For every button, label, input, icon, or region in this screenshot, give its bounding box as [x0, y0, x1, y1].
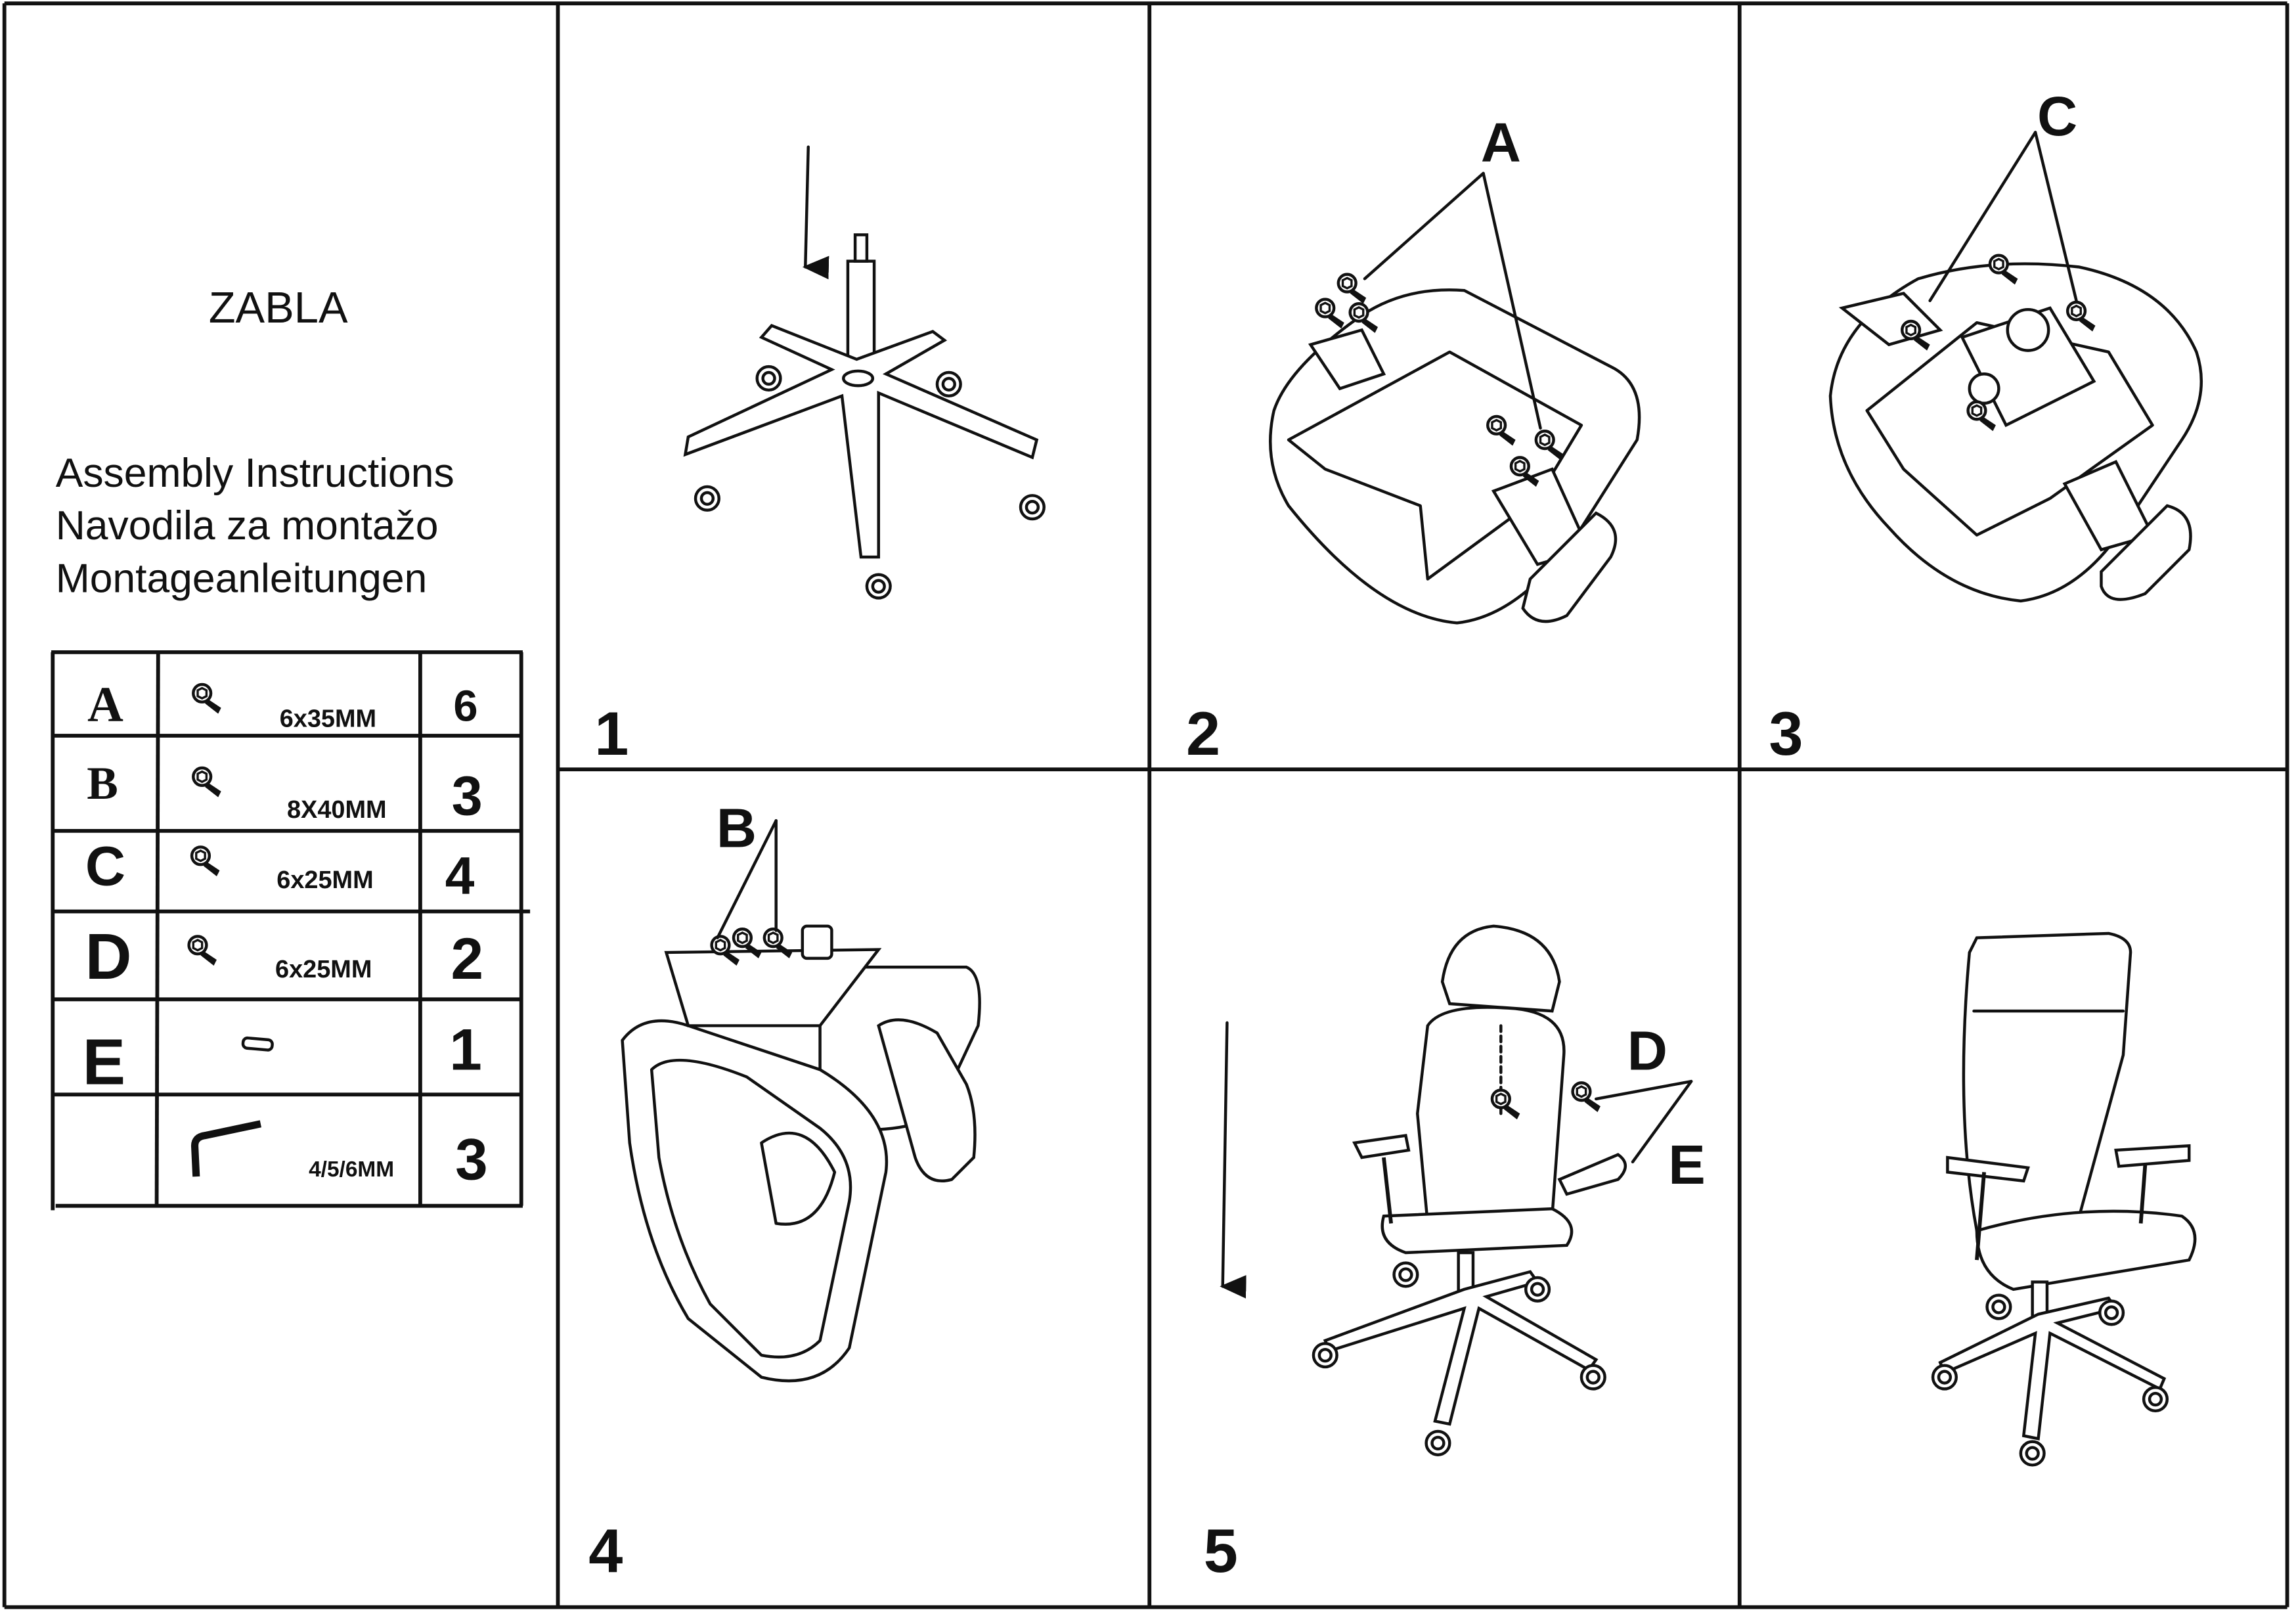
callout-letter: C [2037, 85, 2077, 147]
part-qty: 3 [452, 764, 483, 826]
callout-letter: E [1668, 1133, 1706, 1196]
table-row: E 1 [83, 1016, 482, 1098]
step-5-illustration: D E 5 [1204, 924, 1706, 1585]
part-letter: C [85, 834, 125, 897]
part-size: 6x25MM [276, 866, 373, 894]
step-number: 3 [1769, 699, 1803, 768]
step-number: 2 [1186, 699, 1220, 768]
part-qty: 6 [453, 682, 477, 731]
part-size: 4/5/6MM [309, 1157, 394, 1182]
part-letter: E [83, 1026, 125, 1098]
part-letter: D [85, 920, 132, 993]
arrow-down-icon [802, 145, 829, 280]
callout-letter: A [1481, 111, 1521, 173]
part-letter: A [87, 677, 123, 732]
part-size: 6x35MM [280, 705, 376, 733]
product-name: ZABLA [209, 283, 348, 332]
table-row: A 6x35MM 6 [87, 677, 477, 733]
pin-icon [241, 1036, 274, 1052]
step-number: 4 [588, 1516, 623, 1585]
heading-de: Montageanleitungen [56, 555, 428, 601]
step-3-illustration: C 3 [1769, 85, 2203, 768]
table-row: D 6x25MM 2 [85, 920, 483, 993]
table-row: 4/5/6MM 3 [190, 1120, 488, 1192]
parts-table: A 6x35MM 6 B 8X40MM 3 C 6x25MM 4 D 6x25M… [51, 650, 531, 1211]
part-qty: 4 [445, 847, 475, 906]
hex-bolt-icon [189, 936, 217, 966]
arrow-down-icon [1220, 1021, 1247, 1299]
hex-bolt-icon [192, 847, 219, 876]
step-2-illustration: A 2 [1186, 111, 1641, 768]
callout-letter: D [1627, 1019, 1667, 1081]
step-number: 1 [594, 699, 629, 768]
step-1-illustration: 1 [594, 145, 1044, 768]
part-qty: 2 [451, 926, 483, 991]
allen-key-icon [190, 1120, 262, 1177]
step-number: 5 [1204, 1516, 1238, 1585]
hex-bolt-icon [193, 684, 221, 714]
table-row: C 6x25MM 4 [85, 834, 475, 905]
part-letter: B [87, 757, 118, 809]
callout-letter: B [717, 796, 757, 859]
part-qty: 1 [449, 1016, 482, 1082]
part-qty: 3 [455, 1127, 488, 1192]
step-4-illustration: B 4 [588, 796, 981, 1585]
part-size: 6x25MM [275, 956, 372, 983]
finished-chair-illustration [1933, 931, 2197, 1465]
part-size: 8X40MM [287, 796, 387, 824]
table-row: B 8X40MM 3 [87, 757, 483, 827]
hex-bolt-icon [193, 768, 221, 797]
heading-en: Assembly Instructions [56, 450, 454, 496]
heading-sl: Navodila za montažo [56, 503, 439, 549]
